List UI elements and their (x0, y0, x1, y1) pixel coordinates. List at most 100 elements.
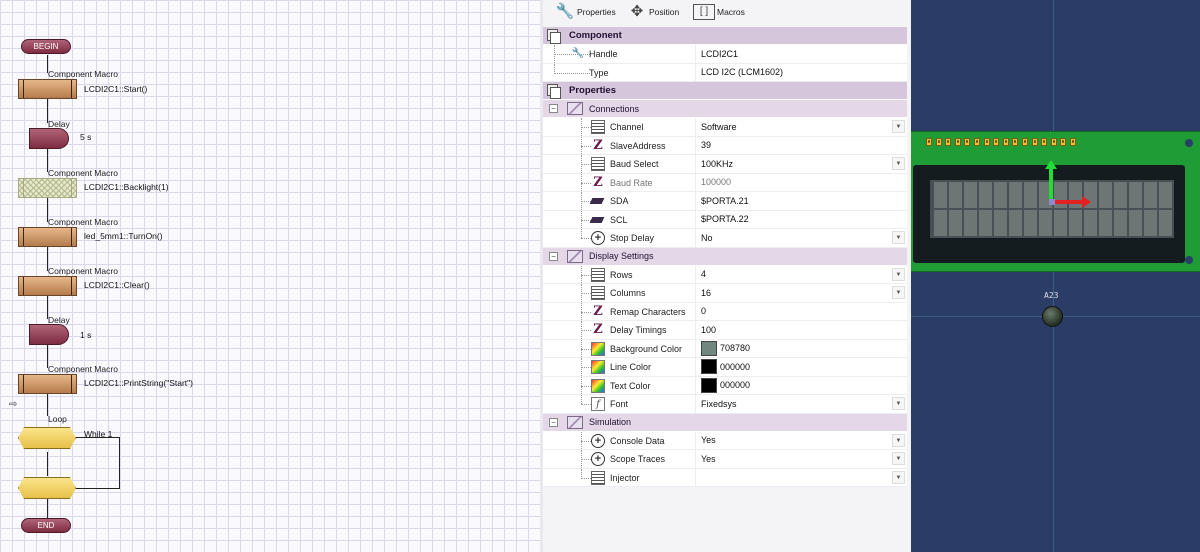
integer-icon: Z (593, 303, 603, 319)
property-value[interactable]: 708780 (696, 340, 907, 358)
macro-icon[interactable] (18, 374, 77, 394)
begin-terminal[interactable]: BEGIN (21, 39, 71, 54)
properties-section[interactable]: Properties (543, 82, 907, 100)
property-value[interactable]: Software▼ (696, 118, 907, 136)
property-row-injector[interactable]: Injector▼ (543, 468, 907, 487)
dropdown-arrow-icon[interactable]: ▼ (892, 231, 905, 244)
property-value[interactable]: 000000 (696, 377, 907, 395)
macro-icon[interactable] (18, 79, 77, 99)
icon-title: Component Macro (48, 217, 118, 227)
collapse-icon[interactable]: − (549, 251, 558, 261)
property-row-sda[interactable]: SDA$PORTA.21 (543, 192, 907, 211)
dropdown-arrow-icon[interactable]: ▼ (892, 397, 905, 410)
tree-line (581, 238, 591, 239)
macro-icon-disabled[interactable] (18, 178, 77, 198)
flowchart-canvas[interactable]: BEGIN Component Macro LCDI2C1::Start() D… (0, 0, 540, 552)
macro-icon[interactable] (18, 227, 77, 247)
property-value[interactable]: 16▼ (696, 284, 907, 302)
move-y-arrow-icon[interactable] (1045, 160, 1057, 203)
component-section[interactable]: Component (543, 27, 907, 45)
tree-line (554, 72, 590, 74)
macro-icon[interactable] (18, 276, 77, 296)
tree-line (581, 431, 582, 449)
panel-splitter[interactable] (540, 0, 543, 552)
tree-line (581, 302, 582, 320)
properties-tab[interactable]: 🔧 Properties (555, 2, 616, 22)
property-value[interactable]: 0 (701, 306, 707, 317)
loop-start-icon[interactable] (18, 427, 76, 449)
property-value[interactable]: $PORTA.21 (701, 195, 749, 206)
lcd-char-cell (994, 182, 1007, 208)
property-value[interactable]: Fixedsys▼ (696, 395, 907, 413)
dropdown-arrow-icon[interactable]: ▼ (892, 433, 905, 447)
mount-hole (1185, 256, 1193, 264)
property-value[interactable]: $PORTA.22 (701, 214, 749, 225)
property-value[interactable]: Yes▼ (696, 450, 907, 468)
dropdown-arrow-icon[interactable]: ▼ (892, 470, 905, 484)
property-value[interactable]: Yes▼ (696, 432, 907, 450)
tree-line (581, 440, 591, 442)
gizmo-center-icon[interactable] (1049, 199, 1055, 205)
loop-condition: While 1 (84, 429, 113, 439)
dropdown-arrow-icon[interactable]: ▼ (892, 157, 905, 170)
property-value[interactable]: ▼ (696, 469, 907, 487)
color-swatch[interactable] (701, 377, 717, 393)
move-x-arrow-icon[interactable] (1053, 196, 1091, 208)
connections-group[interactable]: − Connections (543, 100, 907, 118)
property-row-scl[interactable]: SCL$PORTA.22 (543, 210, 907, 229)
property-value[interactable]: 100 (701, 324, 717, 335)
list-icon (591, 120, 605, 134)
collapse-icon[interactable]: − (549, 104, 558, 113)
tree-line (581, 395, 582, 404)
dropdown-arrow-icon[interactable]: ▼ (892, 452, 905, 465)
display-settings-group[interactable]: −Display Settings (543, 247, 907, 266)
color-swatch[interactable] (701, 340, 717, 356)
lcd-module-pcb[interactable] (911, 131, 1200, 272)
lcd-char-cell (1054, 210, 1067, 236)
delay-icon[interactable] (29, 324, 69, 345)
property-value[interactable]: 39 (701, 140, 712, 151)
flow-connector (47, 99, 48, 123)
end-terminal[interactable]: END (21, 518, 71, 533)
property-value[interactable]: 000000 (696, 358, 907, 376)
led-component[interactable] (1042, 306, 1063, 327)
dropdown-arrow-icon[interactable]: ▼ (892, 267, 905, 281)
collapse-icon[interactable]: − (549, 417, 558, 427)
property-value[interactable]: 100KHz▼ (696, 155, 907, 173)
loop-end-icon[interactable] (18, 477, 76, 499)
group-label: Connections (589, 103, 640, 114)
macros-tab[interactable]: [ ] Macros (693, 2, 745, 22)
property-label: Type (589, 67, 609, 78)
simulation-group[interactable]: −Simulation (543, 413, 907, 432)
color-swatch[interactable] (701, 359, 717, 375)
flow-connector (47, 55, 48, 73)
lcd-char-cell (1114, 182, 1127, 208)
color-picker-icon (591, 378, 605, 393)
lcd-char-cell (1069, 210, 1082, 236)
property-value[interactable]: No▼ (696, 229, 907, 247)
tree-line (581, 265, 582, 283)
dropdown-arrow-icon[interactable]: ▼ (892, 120, 905, 133)
dropdown-arrow-icon[interactable]: ▼ (892, 286, 905, 299)
delay-icon[interactable] (29, 128, 69, 149)
position-tab[interactable]: ✥ Position (627, 2, 680, 22)
panel-2d-3d-view[interactable]: A23 (911, 0, 1200, 552)
property-value[interactable]: LCDI2C1 (701, 48, 739, 59)
property-value[interactable]: 4▼ (696, 266, 907, 284)
